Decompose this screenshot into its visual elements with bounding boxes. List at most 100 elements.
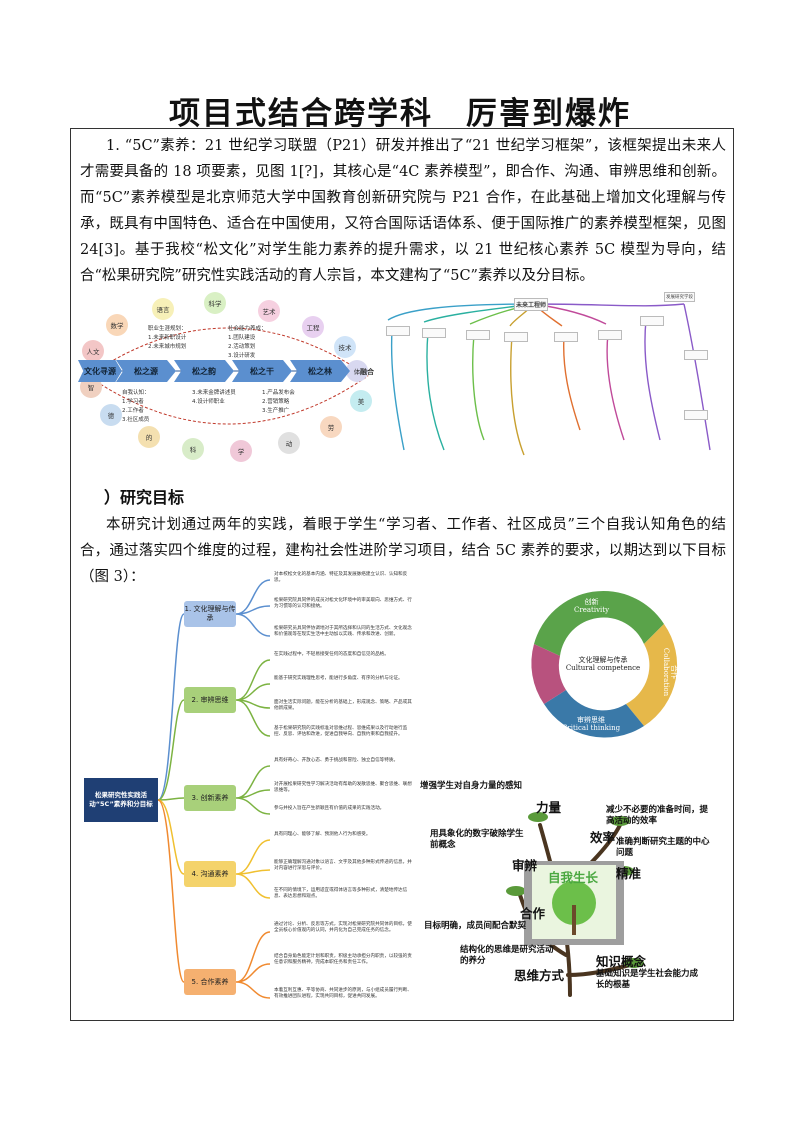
fishbone-bottom-item: 2.工作者 [122,408,144,414]
goal-leaf: 松果研究院具同伴的成员对松文化环境中的审美取向、思维方式、行为习惯等的认可和接纳… [274,598,412,610]
goal-leaf: 参与并投入旨在产生新颖且有价值的成果的实践活动。 [274,806,385,811]
arrow-pine-trunk: 松之干 [232,360,292,382]
fishbone-top-item: 2.未来城市规划 [148,344,187,350]
mindmap-node [466,330,490,340]
segment-collaboration: 合作 Collaboration [662,647,678,697]
label-power: 力量 [536,800,562,815]
section-heading: ）研究目标 [104,488,185,507]
mindmap-node [554,332,578,342]
arrow-culture: 文化寻源 [78,360,122,382]
goal-leaf: 基于松果研究院的实践标准对思维过程、思维成果以及行动进行监控、反思、评估和改进，… [274,726,408,738]
goal-branch: 4. 沟通素养 [184,861,236,887]
fishbone-top-item: 2.活动策划 [228,344,256,350]
arrow-pine-source: 松之源 [116,360,176,382]
mindmap-node [684,410,708,420]
note-critical: 用具象化的数字破除学生前概念 [430,829,524,850]
arrow-pine-rhythm: 松之韵 [174,360,234,382]
fishbone-bottom-item: 3.生产推广 [262,408,290,414]
mindmap-node [598,330,622,340]
page-title: 项目式结合跨学科 厉害到爆炸 [169,96,631,132]
goal-leaf: 在不同的情境下，运用适宜或得体语言等多种形式，清楚地传达信息、表达思想和观点。 [274,888,408,900]
note-efficiency: 减少不必要的准备时间，提高活动的效率 [606,805,709,826]
discipline-bubble: 科学 [204,292,226,314]
swirl-segment [531,644,566,704]
discipline-bubble: 艺术 [258,300,280,322]
goal-tree-figure: 松果研究性实践活动“5C”素养和分目标 1. 文化理解与传承 对本校松文化的基本内… [78,560,418,1020]
note-thinking: 结构化的思维是研究活动的养分 [460,945,554,966]
label-cooperation: 合作 [520,906,546,921]
goal-leaf: 能基于研究实践理性思考，能进行多角度、有序的分析与论证。 [274,676,403,681]
note-cooperation: 目标明确，成员间配合默契 [424,921,527,931]
note-knowledge: 基础知识是学生社会能力成长的根基 [596,969,699,990]
discipline-bubble: 体 [346,360,368,382]
fishbone-bottom-item: 1.产品发布会 [262,390,295,396]
mindmap-center: 未来工程师 [514,298,549,311]
fishbone-bottom-item: 4.设计师职业 [192,399,225,405]
discipline-bubble: 的 [138,426,160,448]
goal-branch: 2. 审辨思维 [184,687,236,713]
goal-leaf: 对开展松果研究性学习解决活动有帮助的发散思维、聚合思维、联想思维等。 [274,782,412,794]
goal-tree-lines [157,579,271,999]
swirl-segment [544,690,644,738]
segment-communication: 沟通 Communication [524,625,533,699]
discipline-bubble: 人文 [82,340,104,362]
fishbone-bottom-item: 自我认知： [122,390,150,396]
label-efficiency: 效率 [590,830,616,845]
fishbone-top-item: 职业生涯规划： [148,326,187,332]
mindmap-top-right: 发展研究学段 [664,292,695,302]
note-precise: 准确判断研究主题的中心问题 [616,837,710,858]
swirl-segment [534,590,664,656]
label-knowledge: 知识概念 [596,954,647,969]
discipline-bubble: 德 [100,404,122,426]
growth-center-label: 自我生长 [548,870,599,885]
goal-leaf: 通过讨论、分析、反思等方式，实现对松果研究院共同体的目标，使全员核心价值观内的认… [274,922,412,934]
label-critical: 审辨 [512,858,538,873]
fishbone-bottom-item: 2.营销策略 [262,399,290,405]
fishbone-top-item: 3.设计研发 [228,353,256,359]
discipline-bubble: 学 [230,440,252,462]
growth-tree-lines [506,812,644,997]
goal-leaf: 能够正确理解沟通对象以语言、文字及其他多种形式传递的信息，并对内容进行深思与评价… [274,860,412,872]
mindmap-lines [387,303,711,456]
paragraph-research-goal: 本研究计划通过两年的实践，着眼于学生“学习者、工作者、社区成员”三个自我认知角色… [80,517,726,585]
self-growth-figure: 自我生长 力量 效率 精准 审辨 合作 知识概念 思维方式 增强学生对自身力量的… [420,775,710,1015]
fishbone-side-label: 融合 [360,368,374,376]
discipline-bubble: 科 [182,438,204,460]
arrow-pine-forest: 松之林 [290,360,350,382]
fishbone-figure: 人文数学语言科学艺术工程技术美劳动学科的德智体 文化寻源 松之源 松之韵 松之干… [78,290,378,462]
fishbone-bottom-item: 3.社区成员 [122,417,150,423]
goal-leaf: 面对生活实际问题，能在分析的基础上，形成观念、策略、产品或其他新成果。 [274,700,412,712]
content-frame [70,128,734,1021]
goal-leaf: 对本校松文化的基本内涵、特征及其发展脉络建立认识、认知和反思。 [274,572,408,584]
swirl-segment [626,624,678,726]
swirl-graphic [531,590,678,738]
discipline-bubble: 动 [278,432,300,454]
discipline-bubble: 劳 [320,416,342,438]
mindmap-node [386,326,410,336]
discipline-bubble: 技术 [334,336,356,358]
discipline-bubble: 美 [350,390,372,412]
label-precise: 精准 [616,866,642,881]
discipline-bubble: 工程 [302,316,324,338]
label-thinking: 思维方式 [514,968,565,983]
fishbone-top-item: 1.团队建设 [228,335,256,341]
goal-leaf: 具有同理心、能够了解、预测他人行为和感受。 [274,832,371,837]
mindmap-node [422,328,446,338]
mindmap-figure: 未来工程师 发展研究学段 [384,290,726,462]
fishbone-top-item: 社会能力养成： [228,326,267,332]
goal-leaf: 在实践过程中，不轻易接受任何的态度和自信见的品格。 [274,652,389,657]
goal-tree-root: 松果研究性实践活动“5C”素养和分目标 [84,778,158,822]
discipline-bubble: 数学 [106,314,128,336]
mindmap-node [640,316,664,326]
goal-leaf: 本着互利互惠、平等协商、共同进步的原则，与小组成员履行判断、有效推进团队进程，实… [274,988,412,1000]
fishbone-bottom-item: 3.未来金牌讲述员 [192,390,236,396]
goal-leaf: 松果研究员具同伴协调地对于其所选择和认同的生活方式、文化观念和价值观等在现实生活… [274,626,412,638]
goal-branch: 3. 创新素养 [184,785,236,811]
goal-branch: 5. 合作素养 [184,969,236,995]
goal-branch: 1. 文化理解与传承 [184,601,236,627]
goal-leaf: 具有好奇心、开放心态、勇于挑战和冒险、独立自信等特质。 [274,758,399,763]
